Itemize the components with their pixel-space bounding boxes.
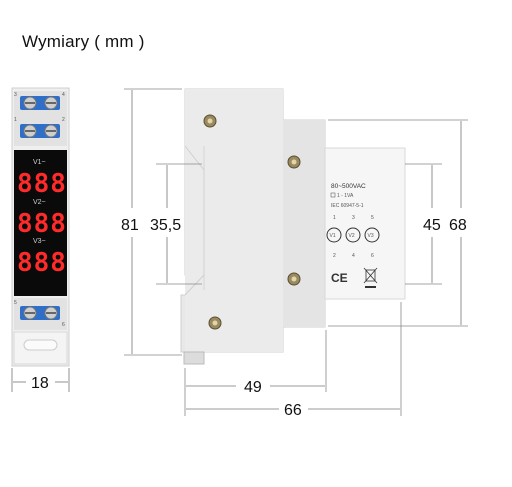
display-digits-v1: 888 — [17, 169, 67, 199]
dimension-module-height: 68 — [328, 119, 468, 327]
side-label-panel: 80~500VAC 1 - 1VA IEC 60947-5-1 1 3 5 V1… — [324, 147, 406, 300]
power-rating: 1 - 1VA — [337, 193, 354, 199]
input-label-v1: V1 — [330, 233, 336, 239]
pin-label: 3 — [352, 215, 355, 221]
terminal-number: 2 — [62, 117, 65, 123]
terminal-number: 6 — [62, 322, 65, 328]
channel-label-v3: V3~ — [33, 238, 46, 245]
top-terminals: 3 4 1 2 — [14, 91, 67, 146]
page-title: Wymiary ( mm ) — [22, 32, 145, 51]
dim-value-45: 45 — [423, 217, 441, 234]
dim-value-18: 18 — [31, 375, 49, 392]
pin-label: 6 — [371, 253, 374, 259]
channel-label-v2: V2~ — [33, 199, 46, 206]
side-view-module — [180, 88, 326, 365]
dim-value-81: 81 — [121, 217, 139, 234]
display-digits-v3: 888 — [17, 248, 67, 278]
pin-label: 4 — [352, 253, 355, 259]
bottom-terminal: 5 6 — [14, 298, 67, 330]
standard-label: IEC 60947-5-1 — [331, 203, 364, 209]
dimension-inner-height: 35,5 — [150, 163, 202, 285]
dimension-front-width: 18 — [11, 368, 70, 392]
ce-mark: CE — [331, 271, 348, 285]
terminal-number: 1 — [14, 117, 17, 123]
dimension-total-height: 81 — [121, 88, 182, 356]
dimension-total-depth: 66 — [186, 302, 402, 419]
weee-bin-icon — [363, 267, 378, 288]
pin-label: 2 — [333, 253, 336, 259]
display-digits-v2: 888 — [17, 209, 67, 239]
channel-label-v1: V1~ — [33, 159, 46, 166]
terminal-number: 5 — [14, 300, 17, 306]
dimension-partial-depth: 49 — [184, 330, 327, 416]
input-label-v3: V3 — [368, 233, 374, 239]
dim-value-35-5: 35,5 — [150, 217, 181, 234]
dim-value-66: 66 — [284, 402, 302, 419]
dimension-front-face-height: 45 — [405, 163, 442, 285]
front-view-module: 3 4 1 2 V1~ 888 V2~ 888 V3~ 888 5 6 — [11, 87, 70, 367]
dim-value-49: 49 — [244, 379, 262, 396]
pin-label: 5 — [371, 215, 374, 221]
terminal-number: 3 — [14, 92, 17, 98]
terminal-number: 4 — [62, 92, 65, 98]
display-panel — [14, 150, 67, 296]
dim-value-68: 68 — [449, 217, 467, 234]
pin-label: 1 — [333, 215, 336, 221]
voltage-rating: 80~500VAC — [331, 183, 366, 190]
input-label-v2: V2 — [349, 233, 355, 239]
